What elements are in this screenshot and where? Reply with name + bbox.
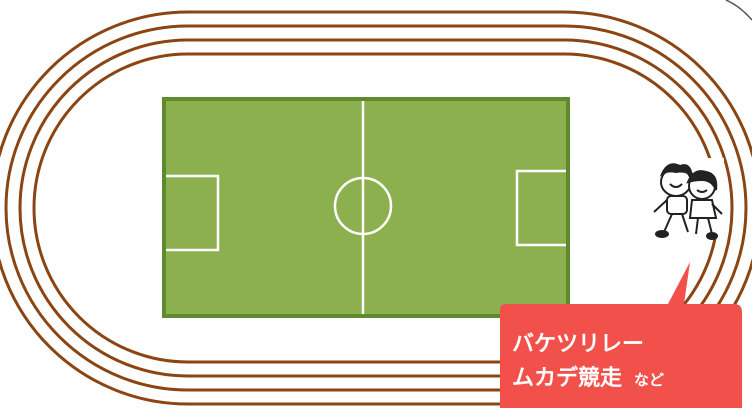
- running-children-icon: [650, 158, 724, 240]
- speech-bubble: [500, 262, 742, 408]
- penalty-box-left: [166, 174, 220, 252]
- field-surface: [162, 97, 570, 318]
- page-corner-curl: [725, 0, 752, 21]
- center-circle: [333, 176, 393, 236]
- penalty-box-right: [515, 169, 566, 247]
- soccer-field: [162, 97, 570, 318]
